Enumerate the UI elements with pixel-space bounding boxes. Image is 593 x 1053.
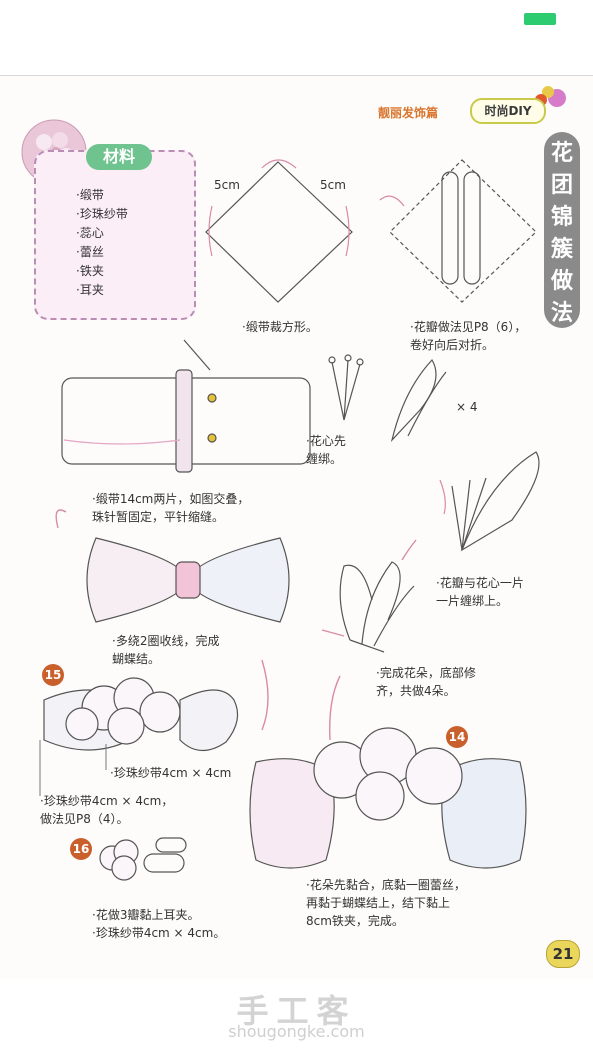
title-char: 做	[550, 268, 573, 294]
page-number: 21	[546, 940, 580, 968]
step-caption-bow: ·多绕2圈收线，完成 蝴蝶结。	[112, 632, 219, 668]
square-ribbon-diagram	[205, 159, 353, 303]
caption-line: 做法见P8（4）。	[40, 812, 129, 826]
dimension-label: 5cm	[320, 178, 346, 192]
caption-line: 8cm铁夹，完成。	[306, 914, 404, 928]
title-char: 簇	[550, 236, 573, 262]
caption-line: ·珍珠纱带4cm × 4cm，	[40, 794, 174, 808]
caption-line: 蝴蝶结。	[112, 652, 161, 666]
caption-line: 再黏于蝴蝶结上，结下黏上	[306, 896, 451, 910]
petal-fold-diagram	[379, 159, 537, 303]
step-caption-assemble: ·花朵先黏合，底黏一圈蕾丝， 再黏于蝴蝶结上，结下黏上 8cm铁夹，完成。	[306, 876, 466, 930]
ribbon-sewing-diagram	[61, 339, 311, 473]
stamen-diagram	[328, 354, 447, 443]
petal-bundle-diagram	[439, 451, 540, 552]
materials-item: ·蕾丝	[76, 245, 104, 259]
watermark-url: shougongke.com	[228, 1022, 365, 1041]
materials-item: ·耳夹	[76, 283, 104, 297]
caption-line: 齐，共做4朵。	[376, 684, 456, 698]
fashion-diy-badge: 时尚DIY	[470, 98, 546, 124]
title-char: 花	[550, 140, 573, 166]
section-title: 靓丽发饰篇	[378, 106, 439, 120]
step-caption-stamen: ·花心先 缠绑。	[306, 432, 346, 468]
caption-line: ·花瓣与花心一片	[436, 576, 524, 590]
materials-item: ·珍珠纱带	[76, 207, 128, 221]
caption-line: ·花瓣做法见P8（6），	[410, 320, 527, 334]
watermark-logo: 手工客	[236, 992, 357, 1030]
hairclip-14-diagram	[249, 727, 527, 869]
step-caption-mesh-a: ·珍珠纱带4cm × 4cm	[110, 766, 232, 780]
caption-line: ·多绕2圈收线，完成	[112, 634, 220, 648]
caption-line: ·花朵先黏合，底黏一圈蕾丝，	[306, 878, 466, 892]
step-number-14: 14	[446, 726, 468, 748]
materials-box	[34, 150, 196, 320]
status-bar	[0, 0, 593, 74]
step-caption-wrap-petals: ·花瓣与花心一片 一片缠绑上。	[436, 574, 524, 610]
caption-line: 卷好向后对折。	[410, 338, 495, 352]
caption-line: 缠绑。	[306, 452, 343, 466]
step-number-15: 15	[42, 664, 64, 686]
caption-line: 一片缠绑上。	[436, 594, 509, 608]
step-caption-mesh-b: ·珍珠纱带4cm × 4cm， 做法见P8（4）。	[40, 792, 173, 828]
flow-arrows	[55, 509, 417, 741]
caption-line: ·完成花朵，底部修	[376, 666, 476, 680]
dimension-label: 5cm	[214, 178, 240, 192]
caption-line: ·花心先	[306, 434, 346, 448]
title-char: 锦	[550, 204, 573, 230]
caption-line: 珠针暂固定，平针缩缝。	[92, 510, 225, 524]
step-caption-ribbon: ·缎带14cm两片，如图交叠， 珠针暂固定，平针缩缝。	[92, 490, 249, 526]
materials-title: 材料	[86, 144, 152, 170]
vertical-page-title: 花 团 锦 簇 做 法	[544, 132, 580, 328]
materials-item: ·蕊心	[76, 226, 104, 240]
step-caption-earclip: ·花做3瓣黏上耳夹。 ·珍珠纱带4cm × 4cm。	[92, 906, 225, 942]
caption-line: ·缎带14cm两片，如图交叠，	[92, 492, 250, 506]
materials-item: ·铁夹	[76, 264, 104, 278]
title-char: 团	[550, 172, 573, 198]
materials-item: ·缎带	[76, 188, 104, 202]
bow-diagram	[86, 537, 290, 623]
caption-line: ·珍珠纱带4cm × 4cm。	[92, 926, 226, 940]
caption-line: ·花做3瓣黏上耳夹。	[92, 908, 200, 922]
step-number-16: 16	[70, 838, 92, 860]
battery-icon	[524, 13, 556, 25]
materials-list: ·缎带 ·珍珠纱带 ·蕊心 ·蕾丝 ·铁夹 ·耳夹	[76, 186, 128, 300]
step-caption-finish-flower: ·完成花朵，底部修 齐，共做4朵。	[376, 664, 476, 700]
step-caption-petal: ·花瓣做法见P8（6）， 卷好向后对折。	[410, 318, 526, 354]
hairclip-15-diagram	[43, 677, 239, 752]
label-leader-lines	[39, 740, 107, 796]
earclip-16-diagram	[99, 837, 187, 881]
finished-flower-diagram	[321, 561, 415, 653]
title-char: 法	[550, 300, 573, 326]
quantity-label: × 4	[456, 400, 478, 414]
step-caption-cut-square: ·缎带裁方形。	[242, 320, 318, 334]
